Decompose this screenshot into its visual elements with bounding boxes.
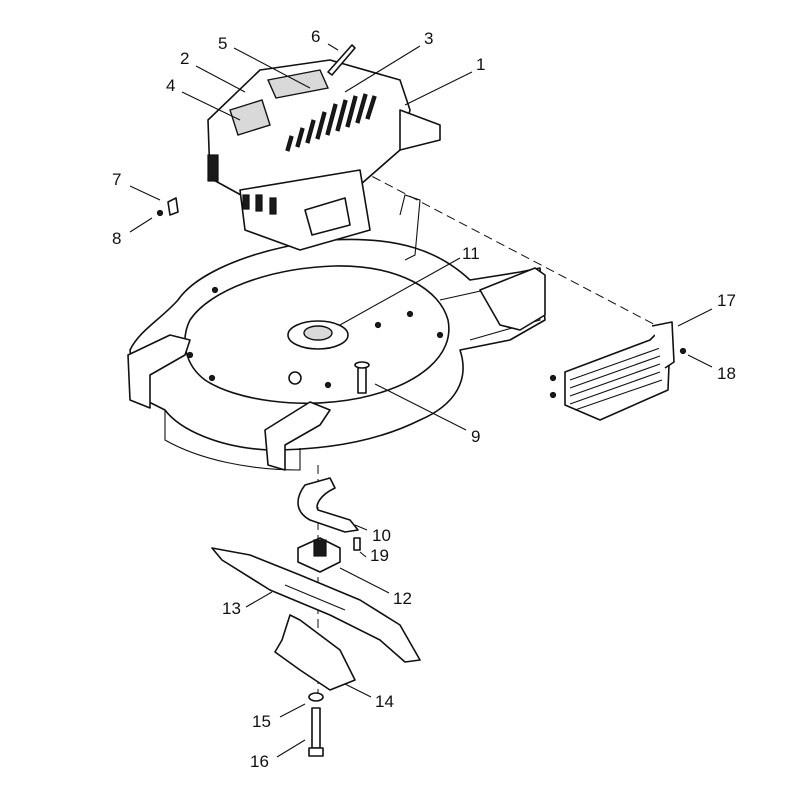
callout-9: 9	[471, 427, 480, 446]
callout-2: 2	[180, 49, 189, 68]
callout-19: 19	[370, 546, 389, 565]
blade-adapter	[297, 537, 341, 573]
dipstick	[327, 44, 356, 76]
blade-bolt	[308, 707, 324, 757]
wheel-guard-left	[127, 334, 191, 409]
washer	[308, 692, 324, 702]
callout-5: 5	[218, 34, 227, 53]
callout-13: 13	[222, 599, 241, 618]
blade-adapter-bracket	[297, 477, 359, 533]
clip	[167, 197, 179, 216]
callout-7: 7	[112, 170, 121, 189]
rear-grass-bag	[564, 321, 675, 421]
deck-bolt	[354, 361, 370, 394]
callout-11: 11	[462, 244, 480, 263]
engine-cooling-vents	[285, 93, 377, 152]
screw-small	[156, 209, 164, 217]
cutting-blade	[211, 547, 421, 663]
mower-deck	[127, 194, 546, 471]
bag-screw-3	[549, 391, 557, 399]
engine	[207, 59, 441, 251]
callout-6: 6	[311, 27, 320, 46]
callout-17: 17	[717, 291, 736, 310]
callout-15: 15	[252, 712, 271, 731]
callout-1: 1	[476, 55, 485, 74]
blade-stiffener	[274, 614, 356, 691]
wheel-guard-right	[264, 401, 331, 471]
leader-lines	[129, 43, 713, 758]
bag-screw-1	[679, 347, 687, 355]
callout-4: 4	[166, 76, 175, 95]
adapter-screw	[353, 537, 361, 551]
callout-10: 10	[372, 526, 391, 545]
handle-bracket-right	[479, 267, 546, 331]
bag-screw-2	[549, 374, 557, 382]
callout-3: 3	[424, 29, 433, 48]
callout-14: 14	[375, 692, 394, 711]
callout-16: 16	[250, 752, 269, 771]
callout-12: 12	[393, 589, 412, 608]
callout-18: 18	[717, 364, 736, 383]
callout-8: 8	[112, 229, 121, 248]
callout-labels: 1 2 3 4 5 6 7 8 9 10 11 12 13 14 15 16 1…	[112, 27, 736, 771]
